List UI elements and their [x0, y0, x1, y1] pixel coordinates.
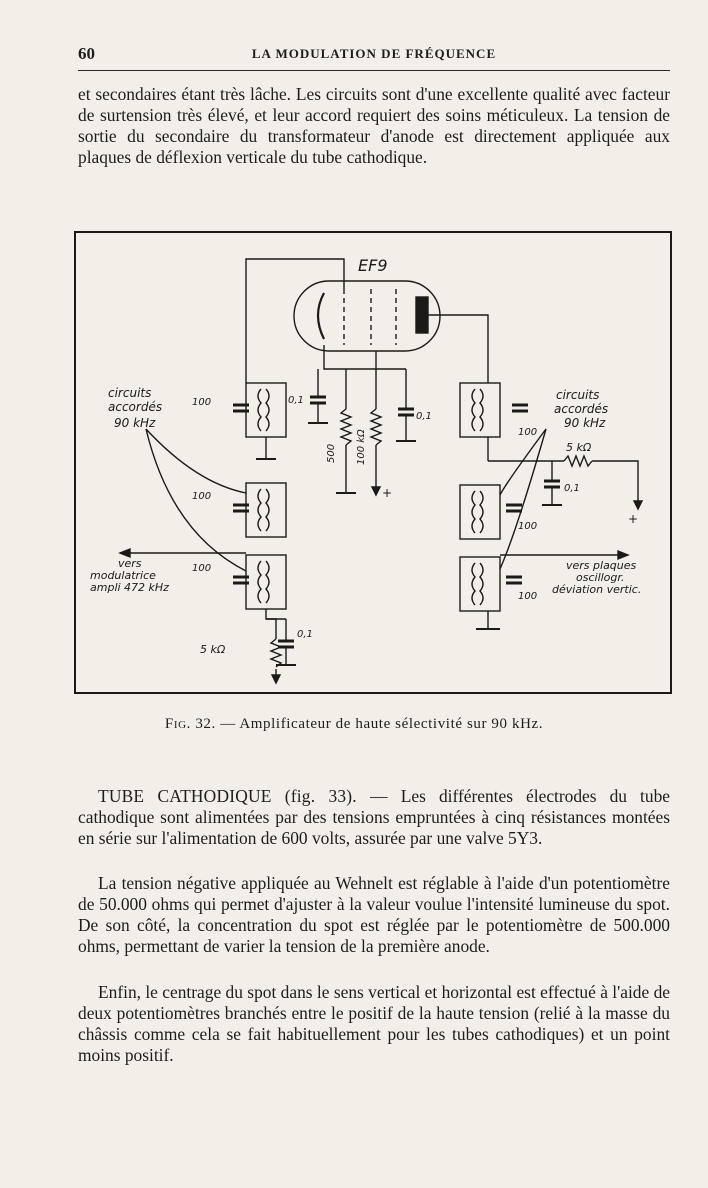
figure-caption: Fig. 32. — Amplificateur de haute sélect…	[0, 716, 708, 733]
left-circuits-label: circuits	[108, 386, 151, 400]
grid-lead	[245, 258, 345, 383]
coil-right-mid	[471, 490, 476, 534]
coil-left-mid-b	[265, 488, 270, 532]
arrow-right	[617, 549, 630, 561]
cap-label: 0,1	[416, 411, 432, 422]
coil-right-top-b	[479, 388, 484, 432]
resistor-500	[339, 408, 353, 446]
coil-left-top-b	[265, 388, 270, 432]
cap-label: 0,1	[288, 395, 304, 406]
tube-label: EF9	[358, 256, 388, 275]
cap-label: 100	[192, 563, 211, 574]
left-circuits-label: 90 kHz	[114, 416, 156, 430]
paragraph-4: Enfin, le centrage du spot dans le sens …	[78, 982, 670, 1065]
right-circuits-label: circuits	[556, 388, 599, 402]
oscillogr-label: oscillogr.	[576, 571, 624, 584]
tank-left-bottom	[245, 554, 287, 610]
arrow-down	[370, 486, 382, 497]
paragraph-2: TUBE CATHODIQUE (fig. 33). — Les différe…	[78, 786, 670, 849]
lead	[592, 460, 639, 503]
resistor-100k	[369, 408, 383, 446]
paragraph-2-body: Les différentes électrodes du tube catho…	[78, 786, 670, 848]
coupling-line-1	[145, 428, 247, 494]
right-circuits-label: accordés	[554, 402, 608, 416]
tank-right-mid	[459, 484, 501, 540]
paragraph-1: et secondaires étant très lâche. Les cir…	[78, 84, 670, 167]
plus-label: +	[628, 512, 638, 526]
resistor-label: 5 kΩ	[566, 441, 592, 454]
page-header: 60 LA MODULATION DE FRÉQUENCE	[78, 44, 670, 68]
coil-left-bottom-b	[265, 560, 270, 604]
caption-label: Fig. 32. —	[164, 716, 236, 732]
coupling-line-4	[499, 428, 547, 570]
coil-right-bottom-b	[479, 562, 484, 606]
tube-cathode	[316, 292, 325, 340]
paragraph-3: La tension négative appliquée au Wehnelt…	[78, 873, 670, 956]
tank-left-mid	[245, 482, 287, 538]
caption-text: Amplificateur de haute sélectivité sur 9…	[239, 716, 544, 732]
vers-plaques-label: vers plaques	[566, 559, 637, 572]
tube-anode	[415, 296, 429, 334]
tube-envelope	[293, 280, 441, 352]
modulatrice-label: modulatrice	[90, 569, 156, 582]
coil-left-mid	[257, 488, 262, 532]
cap-label: 100	[192, 491, 211, 502]
cap-label: 100	[518, 591, 537, 602]
running-title: LA MODULATION DE FRÉQUENCE	[251, 46, 497, 61]
left-circuits-label: accordés	[108, 400, 162, 414]
plus-label: +	[382, 486, 392, 500]
circuit-diagram: EF9 100 100	[90, 256, 644, 685]
coil-left-bottom	[257, 560, 262, 604]
resistor-label: 5 kΩ	[200, 643, 226, 656]
anode-lead	[428, 314, 489, 383]
resistor-label: 500	[326, 444, 337, 463]
arrow-left	[118, 547, 131, 559]
vers-label: vers	[118, 557, 142, 570]
tank-left-top	[245, 382, 287, 438]
resistor-5k-right	[563, 454, 593, 468]
arrow-down	[632, 500, 644, 511]
coil-left-top	[257, 388, 262, 432]
deviation-label: déviation vertic.	[552, 583, 641, 596]
ampli-label: ampli 472 kHz	[90, 581, 169, 594]
right-circuits-label: 90 kHz	[564, 416, 606, 430]
tank-right-top	[459, 382, 501, 438]
section-heading: TUBE CATHODIQUE (fig. 33). —	[98, 786, 388, 806]
cap-label: 100	[192, 397, 211, 408]
header-rule	[78, 70, 670, 71]
cap-label: 100	[518, 427, 537, 438]
cap-label: 0,1	[564, 483, 580, 494]
resistor-label: 100 kΩ	[356, 429, 367, 465]
coupling-line-3	[499, 428, 547, 496]
tank-right-bottom	[459, 556, 501, 612]
figure-32-schematic: EF9 100 100	[74, 231, 672, 694]
coil-right-mid-b	[479, 490, 484, 534]
arrow-down	[270, 674, 282, 685]
coil-right-top	[471, 388, 476, 432]
coupling-line-2	[145, 428, 247, 572]
resistor-5k-left	[269, 638, 283, 668]
bias-lead	[265, 609, 277, 639]
page-number: 60	[78, 44, 95, 63]
coil-right-bottom	[471, 562, 476, 606]
cap-label: 0,1	[297, 629, 313, 640]
cathode-lead	[323, 345, 376, 370]
cap-label: 100	[518, 521, 537, 532]
